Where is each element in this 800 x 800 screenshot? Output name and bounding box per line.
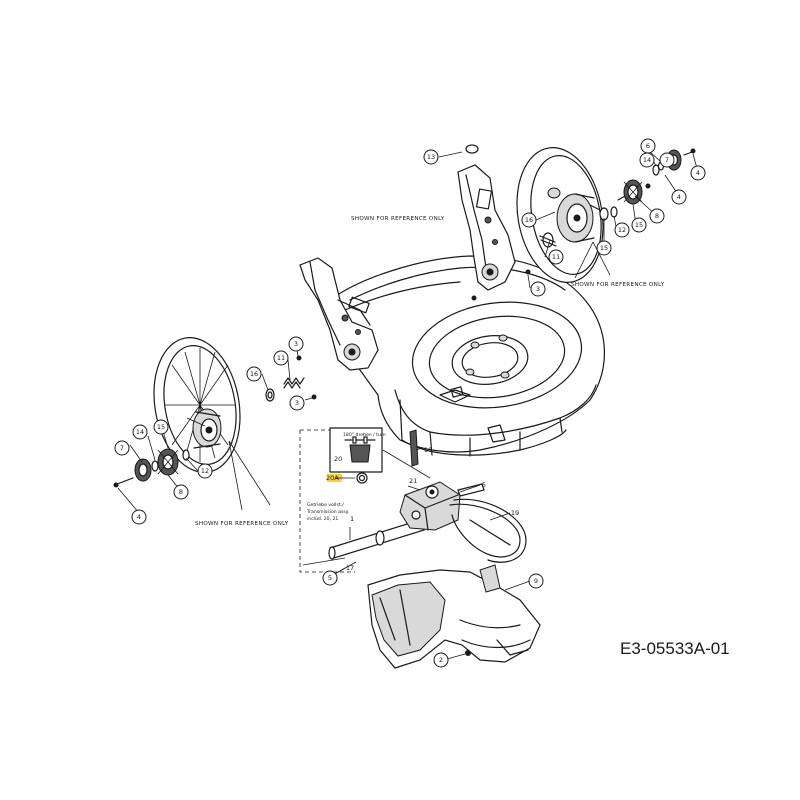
callout-4-right-mid[interactable]: 4 — [671, 189, 687, 205]
svg-text:3: 3 — [295, 399, 299, 407]
callout-16-left[interactable]: 16 — [246, 366, 262, 382]
callout-3-left-top[interactable]: 3 — [288, 336, 304, 352]
svg-text:4: 4 — [137, 513, 141, 521]
rear-guard — [367, 564, 541, 669]
svg-text:10: 10 — [424, 446, 432, 454]
height-adjuster-right — [457, 164, 516, 301]
svg-text:8: 8 — [179, 488, 183, 496]
svg-text:9: 9 — [534, 577, 538, 585]
callout-11-left[interactable]: 11 — [273, 350, 289, 366]
reference-note-left: SHOWN FOR REFERENCE ONLY — [195, 521, 289, 527]
label-20[interactable]: 20 — [334, 455, 342, 463]
callout-11-right[interactable]: 11 — [548, 249, 564, 265]
reference-note-right: SHOWN FOR REFERENCE ONLY — [571, 282, 665, 288]
callout-4-left[interactable]: 4 — [131, 509, 147, 525]
height-adjuster-left — [299, 257, 379, 371]
svg-text:11: 11 — [552, 253, 560, 261]
callout-17[interactable]: 17 — [346, 564, 354, 572]
callout-19[interactable]: 19 — [511, 509, 519, 517]
transmission-note-line1: Getriebe vollst./ — [307, 502, 344, 508]
svg-text:4: 4 — [696, 169, 700, 177]
svg-text:3: 3 — [536, 285, 540, 293]
callout-15-right-low[interactable]: 15 — [596, 240, 612, 256]
svg-text:7: 7 — [120, 444, 124, 452]
callout-12-left[interactable]: 12 — [197, 463, 213, 479]
svg-text:12: 12 — [201, 467, 209, 475]
callout-2[interactable]: 2 — [433, 652, 449, 668]
svg-text:11: 11 — [277, 354, 285, 362]
turn-note: 180° drehen / turn — [343, 432, 386, 438]
svg-text:15: 15 — [635, 221, 643, 229]
callout-15-right[interactable]: 15 — [631, 217, 647, 233]
callout-3-right[interactable]: 3 — [530, 281, 546, 297]
callout-5-right[interactable]: 5 — [482, 481, 486, 489]
svg-text:14: 14 — [136, 428, 144, 436]
callout-6[interactable]: 6 — [640, 138, 656, 154]
svg-text:5: 5 — [328, 574, 332, 582]
callout-7-right[interactable]: 7 — [659, 152, 675, 168]
label-21[interactable]: 21 — [409, 477, 417, 485]
transmission-note-line3: includ. 20, 21 — [307, 516, 338, 522]
drawing-code: E3-05533A-01 — [620, 639, 730, 658]
highlight-20A — [327, 474, 342, 482]
callout-7-left[interactable]: 7 — [114, 440, 130, 456]
svg-text:17: 17 — [346, 564, 354, 572]
svg-text:16: 16 — [250, 370, 258, 378]
label-20A[interactable]: 20A — [326, 474, 339, 482]
callout-4-right-top[interactable]: 4 — [690, 165, 706, 181]
mower-deck — [329, 255, 606, 457]
svg-text:5: 5 — [482, 481, 486, 489]
label-1[interactable]: 1 — [350, 515, 354, 523]
callout-16[interactable]: 16 — [521, 212, 537, 228]
svg-text:12: 12 — [618, 226, 626, 234]
reference-note-top: SHOWN FOR REFERENCE ONLY — [351, 216, 445, 222]
svg-text:2: 2 — [439, 656, 443, 664]
callout-8-left[interactable]: 8 — [173, 484, 189, 500]
svg-text:8: 8 — [655, 212, 659, 220]
callout-9[interactable]: 9 — [528, 573, 544, 589]
callout-3-left[interactable]: 3 — [289, 395, 305, 411]
wheel-left — [153, 337, 241, 473]
transmission-bracket — [299, 430, 355, 573]
svg-text:19: 19 — [511, 509, 519, 517]
svg-text:13: 13 — [427, 153, 435, 161]
svg-text:15: 15 — [600, 244, 608, 252]
svg-text:7: 7 — [665, 156, 669, 164]
wheel-left-hardware — [113, 377, 305, 488]
callout-8-right[interactable]: 8 — [649, 208, 665, 224]
svg-text:4: 4 — [677, 193, 681, 201]
turn-inset: 180° drehen / turn — [329, 427, 386, 473]
svg-text:15: 15 — [157, 423, 165, 431]
svg-text:14: 14 — [643, 156, 651, 164]
callout-14-left[interactable]: 14 — [132, 424, 148, 440]
callout-12-right[interactable]: 12 — [614, 222, 630, 238]
callout-5-left[interactable]: 5 — [322, 570, 338, 586]
ring-20A — [356, 472, 368, 484]
svg-text:6: 6 — [646, 142, 650, 150]
callout-10[interactable]: 10 — [424, 446, 432, 454]
part-13-washer — [465, 144, 479, 154]
svg-text:3: 3 — [294, 340, 298, 348]
callout-15-left[interactable]: 15 — [153, 419, 169, 435]
wheel-right — [516, 147, 604, 283]
transmission-note-line2: Transmission assy. — [306, 509, 349, 515]
pin-10 — [409, 429, 419, 467]
callout-14-right[interactable]: 14 — [639, 152, 655, 168]
svg-text:16: 16 — [525, 216, 533, 224]
leader-lines — [117, 144, 699, 660]
callout-13[interactable]: 13 — [423, 149, 439, 165]
transmission — [328, 481, 527, 563]
